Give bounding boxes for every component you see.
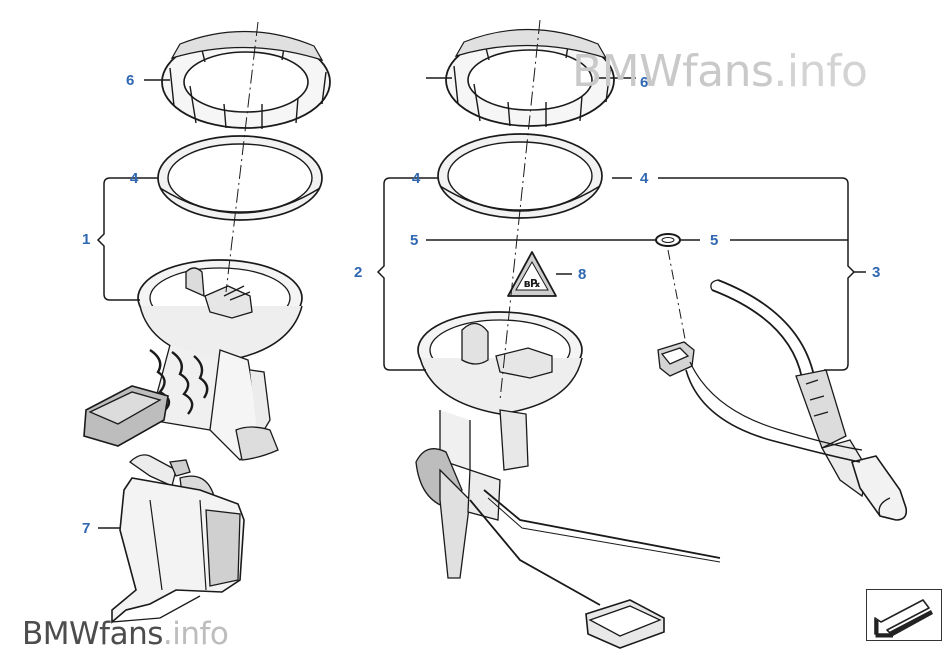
callout-4-middle[interactable]: 4 <box>412 170 421 187</box>
return-arrow-button[interactable] <box>866 589 942 641</box>
bracket-2 <box>376 77 656 371</box>
bracket-3 <box>596 77 856 371</box>
watermark-bottom: BMWfans.info <box>22 616 229 652</box>
callout-5-right[interactable]: 5 <box>710 232 719 249</box>
middle-axis-line <box>499 19 541 401</box>
callout-1[interactable]: 1 <box>82 231 91 248</box>
return-arrow-icon <box>874 599 933 638</box>
middle-pump-unit <box>415 311 721 649</box>
callout-6-left[interactable]: 6 <box>126 72 135 89</box>
callout-3[interactable]: 3 <box>872 264 881 281</box>
callout-2[interactable]: 2 <box>354 264 363 281</box>
callout-5-left[interactable]: 5 <box>410 232 419 249</box>
bracket-1 <box>96 79 170 301</box>
watermark-top-brand: BMWfans <box>572 46 774 97</box>
callout-7[interactable]: 7 <box>82 520 91 537</box>
left-filter-housing <box>111 454 245 624</box>
callout-8[interactable]: 8 <box>578 266 587 283</box>
middle-seal-ring <box>437 133 603 219</box>
left-pump-unit <box>83 259 303 461</box>
left-axis-line <box>225 21 259 293</box>
watermark-top: BMWfans.info <box>572 46 868 97</box>
middle-locking-ring <box>445 28 615 127</box>
warning-label-glyph: ʙ℞ <box>524 277 541 290</box>
watermark-top-suffix: .info <box>773 46 868 97</box>
left-locking-ring <box>161 30 331 129</box>
callout-4-right[interactable]: 4 <box>640 170 649 187</box>
fuel-line-with-connector <box>657 279 908 521</box>
callout-6-right[interactable]: 6 <box>640 74 649 91</box>
o-ring <box>655 233 681 247</box>
watermark-bottom-suffix: .info <box>162 616 229 652</box>
o-ring-axis-line <box>667 249 687 345</box>
warning-label <box>507 251 557 297</box>
callout-4-left[interactable]: 4 <box>130 170 139 187</box>
watermark-bottom-brand: BMWfans <box>22 616 163 652</box>
